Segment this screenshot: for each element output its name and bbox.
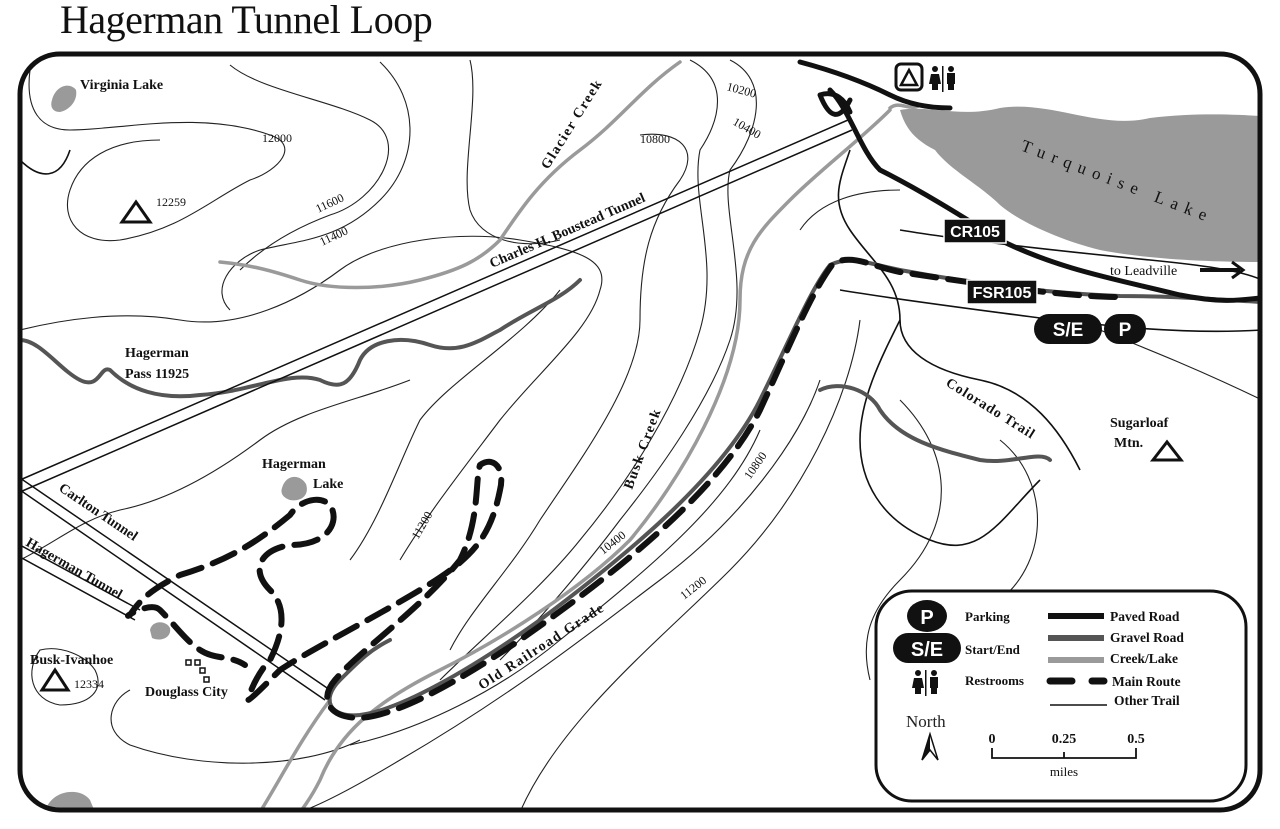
hagerman-lake-label-2: Lake <box>313 477 343 492</box>
legend-start-end-badge: S/E <box>911 639 943 661</box>
scale-tick-0: 0 <box>989 732 996 747</box>
fsr105-text: FSR105 <box>973 285 1032 302</box>
contour-label: 12000 <box>262 131 292 145</box>
campground-icon <box>894 62 924 92</box>
contour-label: 10800 <box>640 132 670 146</box>
colorado-trail-label: Colorado Trail <box>943 376 1038 443</box>
hagerman-lake-shape <box>281 476 307 501</box>
legend: P S/E Parking Start/End Restrooms Paved … <box>874 589 1248 803</box>
peak-icon <box>1149 439 1185 462</box>
boustead-tunnel-label: Charles H. Boustead Tunnel <box>488 191 648 272</box>
contour-label: 11200 <box>677 573 709 602</box>
hagerman-pass-label: Hagerman <box>125 346 189 361</box>
bottom-lake <box>45 792 95 810</box>
scale-tick-05: 0.5 <box>1127 732 1145 747</box>
turquoise-lake <box>900 106 1260 262</box>
hagerman-lake-label: Hagerman <box>262 457 326 472</box>
contour-lines <box>20 59 1260 810</box>
peak-icon <box>119 199 153 224</box>
peak-12334-label: 12334 <box>74 677 104 691</box>
tunnels <box>20 119 853 701</box>
north-label: North <box>906 712 946 731</box>
fsr105-road-label: FSR105 <box>966 279 1038 305</box>
main-route <box>125 256 1118 721</box>
building-icons <box>185 659 210 683</box>
virginia-lake <box>51 85 77 112</box>
map-frame <box>17 51 1263 813</box>
legend-main-route: Main Route <box>1112 674 1181 689</box>
legend-creek-lake: Creek/Lake <box>1110 651 1178 666</box>
sugarloaf-label: Sugarloaf <box>1110 416 1169 431</box>
to-leadville-label: to Leadville <box>1110 264 1177 279</box>
legend-gravel-road: Gravel Road <box>1110 630 1184 645</box>
cr105-text: CR105 <box>950 224 1000 241</box>
restroom-icon <box>912 670 938 696</box>
peak-12259-label: 12259 <box>156 195 186 209</box>
restroom-icon <box>929 66 955 92</box>
start-end-text: S/E <box>1053 320 1084 341</box>
hagerman-pass-elev-label: Pass 11925 <box>125 367 189 382</box>
parking-text: P <box>1119 320 1132 341</box>
parking-icon: P <box>907 600 947 632</box>
contour-label: 11400 <box>317 224 350 249</box>
legend-parking-badge: P <box>920 607 933 629</box>
contour-label: 11600 <box>313 191 346 216</box>
sugarloaf-label-2: Mtn. <box>1114 436 1143 451</box>
start-end-icon: S/E <box>893 633 961 663</box>
legend-restrooms: Restrooms <box>965 673 1024 688</box>
hagerman-tunnel-label: Hagerman Tunnel <box>23 535 125 602</box>
legend-other-trail: Other Trail <box>1114 693 1180 708</box>
busk-ivanhoe-label: Busk-Ivanhoe <box>30 653 113 668</box>
small-lake <box>150 622 171 640</box>
contour-label: 11200 <box>408 509 435 542</box>
contour-label: 10400 <box>731 114 764 141</box>
legend-paved-road: Paved Road <box>1110 609 1180 624</box>
cr105-road-label: CR105 <box>943 218 1007 244</box>
legend-parking: Parking <box>965 609 1010 624</box>
carlton-tunnel-label: Carlton Tunnel <box>56 481 140 545</box>
busk-creek-label: Busk Creek <box>622 406 665 491</box>
virginia-lake-label: Virginia Lake <box>80 78 163 93</box>
scale-tick-025: 0.25 <box>1052 732 1077 747</box>
scale-bar: 0 0.25 0.5 miles <box>989 732 1145 779</box>
parking-badge: P <box>1104 314 1146 344</box>
douglass-city-label: Douglass City <box>145 685 228 700</box>
map-title: Hagerman Tunnel Loop <box>60 0 433 42</box>
arrow-right-icon <box>1200 260 1246 280</box>
start-end-badge: S/E <box>1034 314 1102 344</box>
legend-start-end: Start/End <box>965 642 1021 657</box>
scale-unit: miles <box>1050 764 1078 779</box>
peak-icon <box>39 667 71 692</box>
